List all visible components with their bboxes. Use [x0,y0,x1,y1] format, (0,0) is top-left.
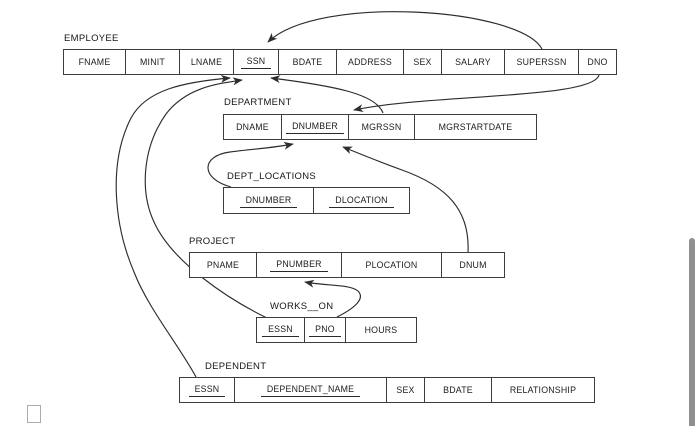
table-project: PNAME PNUMBER PLOCATION DNUM [189,252,505,278]
column-employee-fname: FNAME [64,50,125,74]
table-employee: FNAME MINIT LNAME SSN BDATE ADDRESS SEX SALARY S… [63,49,617,75]
column-dependent-dependent_name: DEPENDENT_NAME [234,378,386,402]
checkbox[interactable] [27,405,41,423]
column-text: DNUMBER [239,194,298,208]
column-dept_locations-dlocation: DLOCATION [313,188,409,213]
column-text: DNUM [459,260,487,270]
column-text: SSN [240,55,272,69]
column-text: SEX [413,57,432,67]
column-project-plocation: PLOCATION [341,253,441,277]
column-employee-address: ADDRESS [336,50,403,74]
column-dependent-sex: SEX [386,378,424,402]
column-works_on-hours: HOURS [345,318,416,342]
column-dependent-relationship: RELATIONSHIP [491,378,594,402]
column-text: DLOCATION [329,194,394,208]
column-employee-ssn: SSN [233,50,278,74]
column-dependent-essn: ESSN [180,378,234,402]
column-employee-minit: MINIT [125,50,179,74]
column-text: SEX [396,385,415,395]
column-department-mgrssn: MGRSSN [348,115,414,139]
column-text: ESSN [188,383,226,397]
column-text: PNO [309,323,341,337]
column-project-dnum: DNUM [441,253,504,277]
column-text: BDATE [292,57,323,67]
fk-arrow-dno-to-dnumber [353,74,600,113]
column-department-dname: DNAME [224,115,281,139]
fk-arrow-dependent-essn-to-ssn [115,74,231,378]
column-employee-salary: SALARY [441,50,504,74]
column-text: MGRSTARTDATE [438,122,513,132]
column-text: DNAME [236,122,269,132]
column-text: SALARY [455,57,491,67]
table-label-department: DEPARTMENT [224,97,292,108]
column-department-dnumber: DNUMBER [281,115,348,139]
column-text: RELATIONSHIP [509,385,577,395]
scrollbar-thumb[interactable] [689,238,695,426]
column-department-mgrstartdate: MGRSTARTDATE [414,115,536,139]
column-text: MGRSSN [361,122,402,132]
column-dept_locations-dnumber: DNUMBER [224,188,313,213]
column-employee-superssn: SUPERSSN [504,50,578,74]
table-label-dept_locations: DEPT_LOCATIONS [227,171,317,182]
fk-arrow-superssn-to-ssn [267,11,543,50]
column-text: BDATE [443,385,473,395]
column-works_on-pno: PNO [304,318,345,342]
table-label-works_on: WORKS__ON [270,301,334,312]
column-text: ESSN [262,323,299,337]
column-project-pname: PNAME [190,253,256,277]
column-dependent-bdate: BDATE [424,378,491,402]
table-label-project: PROJECT [189,236,236,247]
column-text: PLOCATION [365,260,418,270]
column-text: DNUMBER [286,120,344,134]
table-dept_locations: DNUMBER DLOCATION [223,187,410,214]
column-employee-bdate: BDATE [278,50,336,74]
column-text: MINIT [140,57,165,67]
column-text: DNO [587,57,608,67]
column-text: DEPENDENT_NAME [260,383,361,397]
column-project-pnumber: PNUMBER [256,253,341,277]
column-text: ADDRESS [348,57,392,67]
column-employee-lname: LNAME [179,50,233,74]
column-employee-dno: DNO [578,50,616,74]
table-label-dependent: DEPENDENT [205,361,267,372]
column-text: SUPERSSN [516,57,567,67]
table-dependent: ESSN DEPENDENT_NAME SEX BDATE RELATIONSHIP [179,377,595,403]
column-text: LNAME [190,57,223,67]
column-employee-sex: SEX [403,50,441,74]
column-text: FNAME [78,57,111,67]
table-works_on: ESSN PNO HOURS [256,317,417,343]
column-text: PNAME [206,260,240,270]
table-department: DNAME DNUMBER MGRSSN MGRSTARTDATE [223,114,537,140]
column-text: HOURS [364,325,398,335]
table-label-employee: EMPLOYEE [64,33,119,44]
column-text: PNUMBER [270,258,328,272]
column-works_on-essn: ESSN [257,318,304,342]
